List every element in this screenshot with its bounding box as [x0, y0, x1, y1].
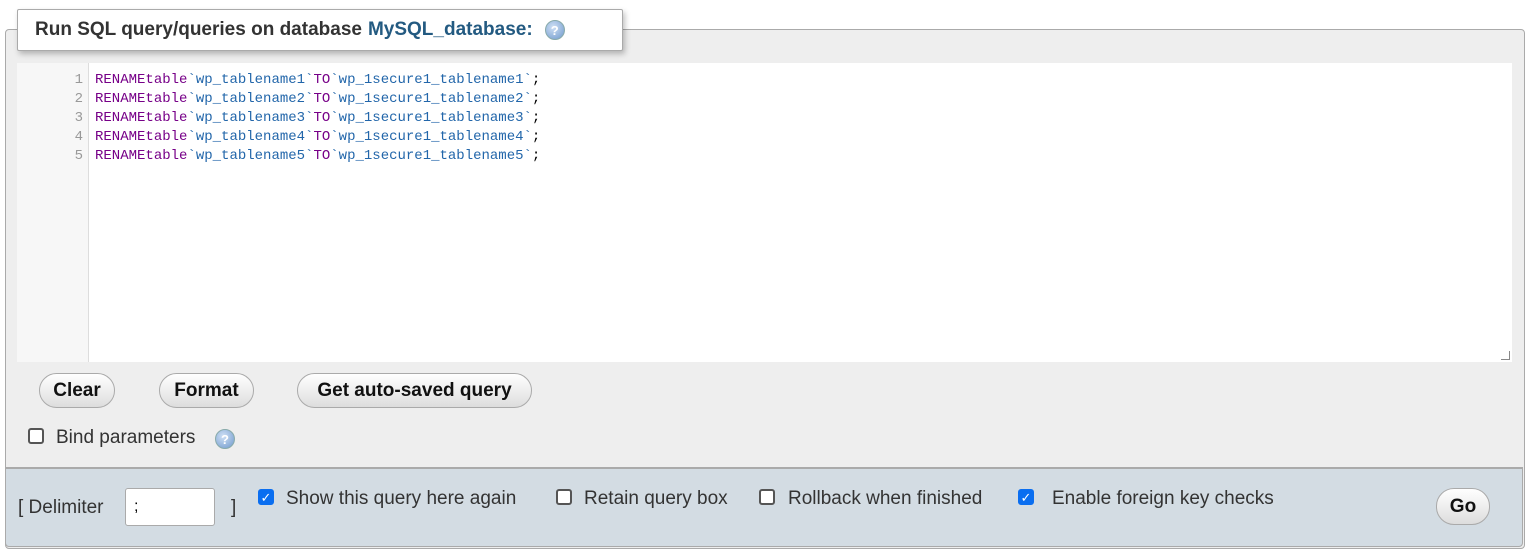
- keyword: table: [145, 148, 188, 164]
- delimiter-input[interactable]: [125, 488, 215, 526]
- delimiter-label: [ Delimiter: [18, 497, 104, 518]
- help-icon[interactable]: ?: [544, 20, 565, 40]
- keyword: RENAME: [95, 91, 146, 107]
- line-number: 3: [74, 110, 83, 126]
- title-prefix: Run SQL query/queries on database: [35, 19, 362, 40]
- help-icon[interactable]: ?: [215, 429, 235, 449]
- keyword: TO: [313, 148, 331, 164]
- line-number: 4: [74, 129, 83, 145]
- delimiter-close: ]: [231, 497, 237, 518]
- keyword: TO: [313, 72, 331, 88]
- source-table: `wp_tablename2`: [187, 91, 314, 107]
- keyword: RENAME: [95, 148, 146, 164]
- retain-query-box-checkbox[interactable]: [556, 489, 572, 505]
- foreign-key-checks-checkbox[interactable]: ✓: [1018, 489, 1034, 505]
- format-button[interactable]: Format: [159, 373, 254, 408]
- keyword: table: [145, 72, 188, 88]
- target-table: `wp_1secure1_tablename3`: [330, 110, 532, 126]
- database-name: MySQL_database:: [367, 19, 533, 40]
- bind-parameters-label: Bind parameters: [56, 427, 196, 448]
- keyword: RENAME: [95, 110, 146, 126]
- target-table: `wp_1secure1_tablename2`: [330, 91, 532, 107]
- go-button[interactable]: Go: [1436, 488, 1490, 525]
- keyword: table: [145, 129, 188, 145]
- semicolon: ;: [531, 148, 541, 164]
- query-options-footer: [5, 467, 1523, 547]
- source-table: `wp_tablename5`: [187, 148, 314, 164]
- target-table: `wp_1secure1_tablename5`: [330, 148, 532, 164]
- line-number-gutter: [17, 63, 89, 362]
- code-line: 5 RENAME table `wp_tablename5` TO `wp_1se…: [17, 147, 541, 166]
- line-number: 5: [74, 148, 83, 164]
- target-table: `wp_1secure1_tablename4`: [330, 129, 532, 145]
- target-table: `wp_1secure1_tablename1`: [330, 72, 532, 88]
- line-number: 2: [74, 91, 83, 107]
- clear-button[interactable]: Clear: [39, 373, 115, 408]
- keyword: RENAME: [95, 129, 146, 145]
- semicolon: ;: [531, 110, 541, 126]
- show-query-again-label: Show this query here again: [286, 488, 517, 509]
- foreign-key-checks-label: Enable foreign key checks: [1052, 488, 1274, 509]
- source-table: `wp_tablename1`: [187, 72, 314, 88]
- get-auto-saved-query-button[interactable]: Get auto-saved query: [297, 373, 532, 408]
- code-line: 1 RENAME table `wp_tablename1` TO `wp_1se…: [17, 71, 541, 90]
- code-line: 2 RENAME table `wp_tablename2` TO `wp_1se…: [17, 90, 541, 109]
- bind-parameters-checkbox[interactable]: [28, 428, 44, 444]
- show-query-again-checkbox[interactable]: ✓: [258, 489, 274, 505]
- rollback-checkbox[interactable]: [759, 489, 775, 505]
- source-table: `wp_tablename4`: [187, 129, 314, 145]
- keyword: table: [145, 110, 188, 126]
- rollback-label: Rollback when finished: [788, 488, 983, 509]
- keyword: table: [145, 91, 188, 107]
- semicolon: ;: [531, 72, 541, 88]
- code-line: 3 RENAME table `wp_tablename3` TO `wp_1se…: [17, 109, 541, 128]
- retain-query-box-label: Retain query box: [584, 488, 728, 509]
- keyword: TO: [313, 110, 331, 126]
- resize-handle-icon[interactable]: [1501, 351, 1510, 360]
- semicolon: ;: [531, 91, 541, 107]
- keyword: RENAME: [95, 72, 146, 88]
- code-line: 4 RENAME table `wp_tablename4` TO `wp_1se…: [17, 128, 541, 147]
- keyword: TO: [313, 129, 331, 145]
- semicolon: ;: [531, 129, 541, 145]
- panel-title: Run SQL query/queries on database MySQL_…: [17, 9, 623, 51]
- source-table: `wp_tablename3`: [187, 110, 314, 126]
- line-number: 1: [74, 72, 83, 88]
- keyword: TO: [313, 91, 331, 107]
